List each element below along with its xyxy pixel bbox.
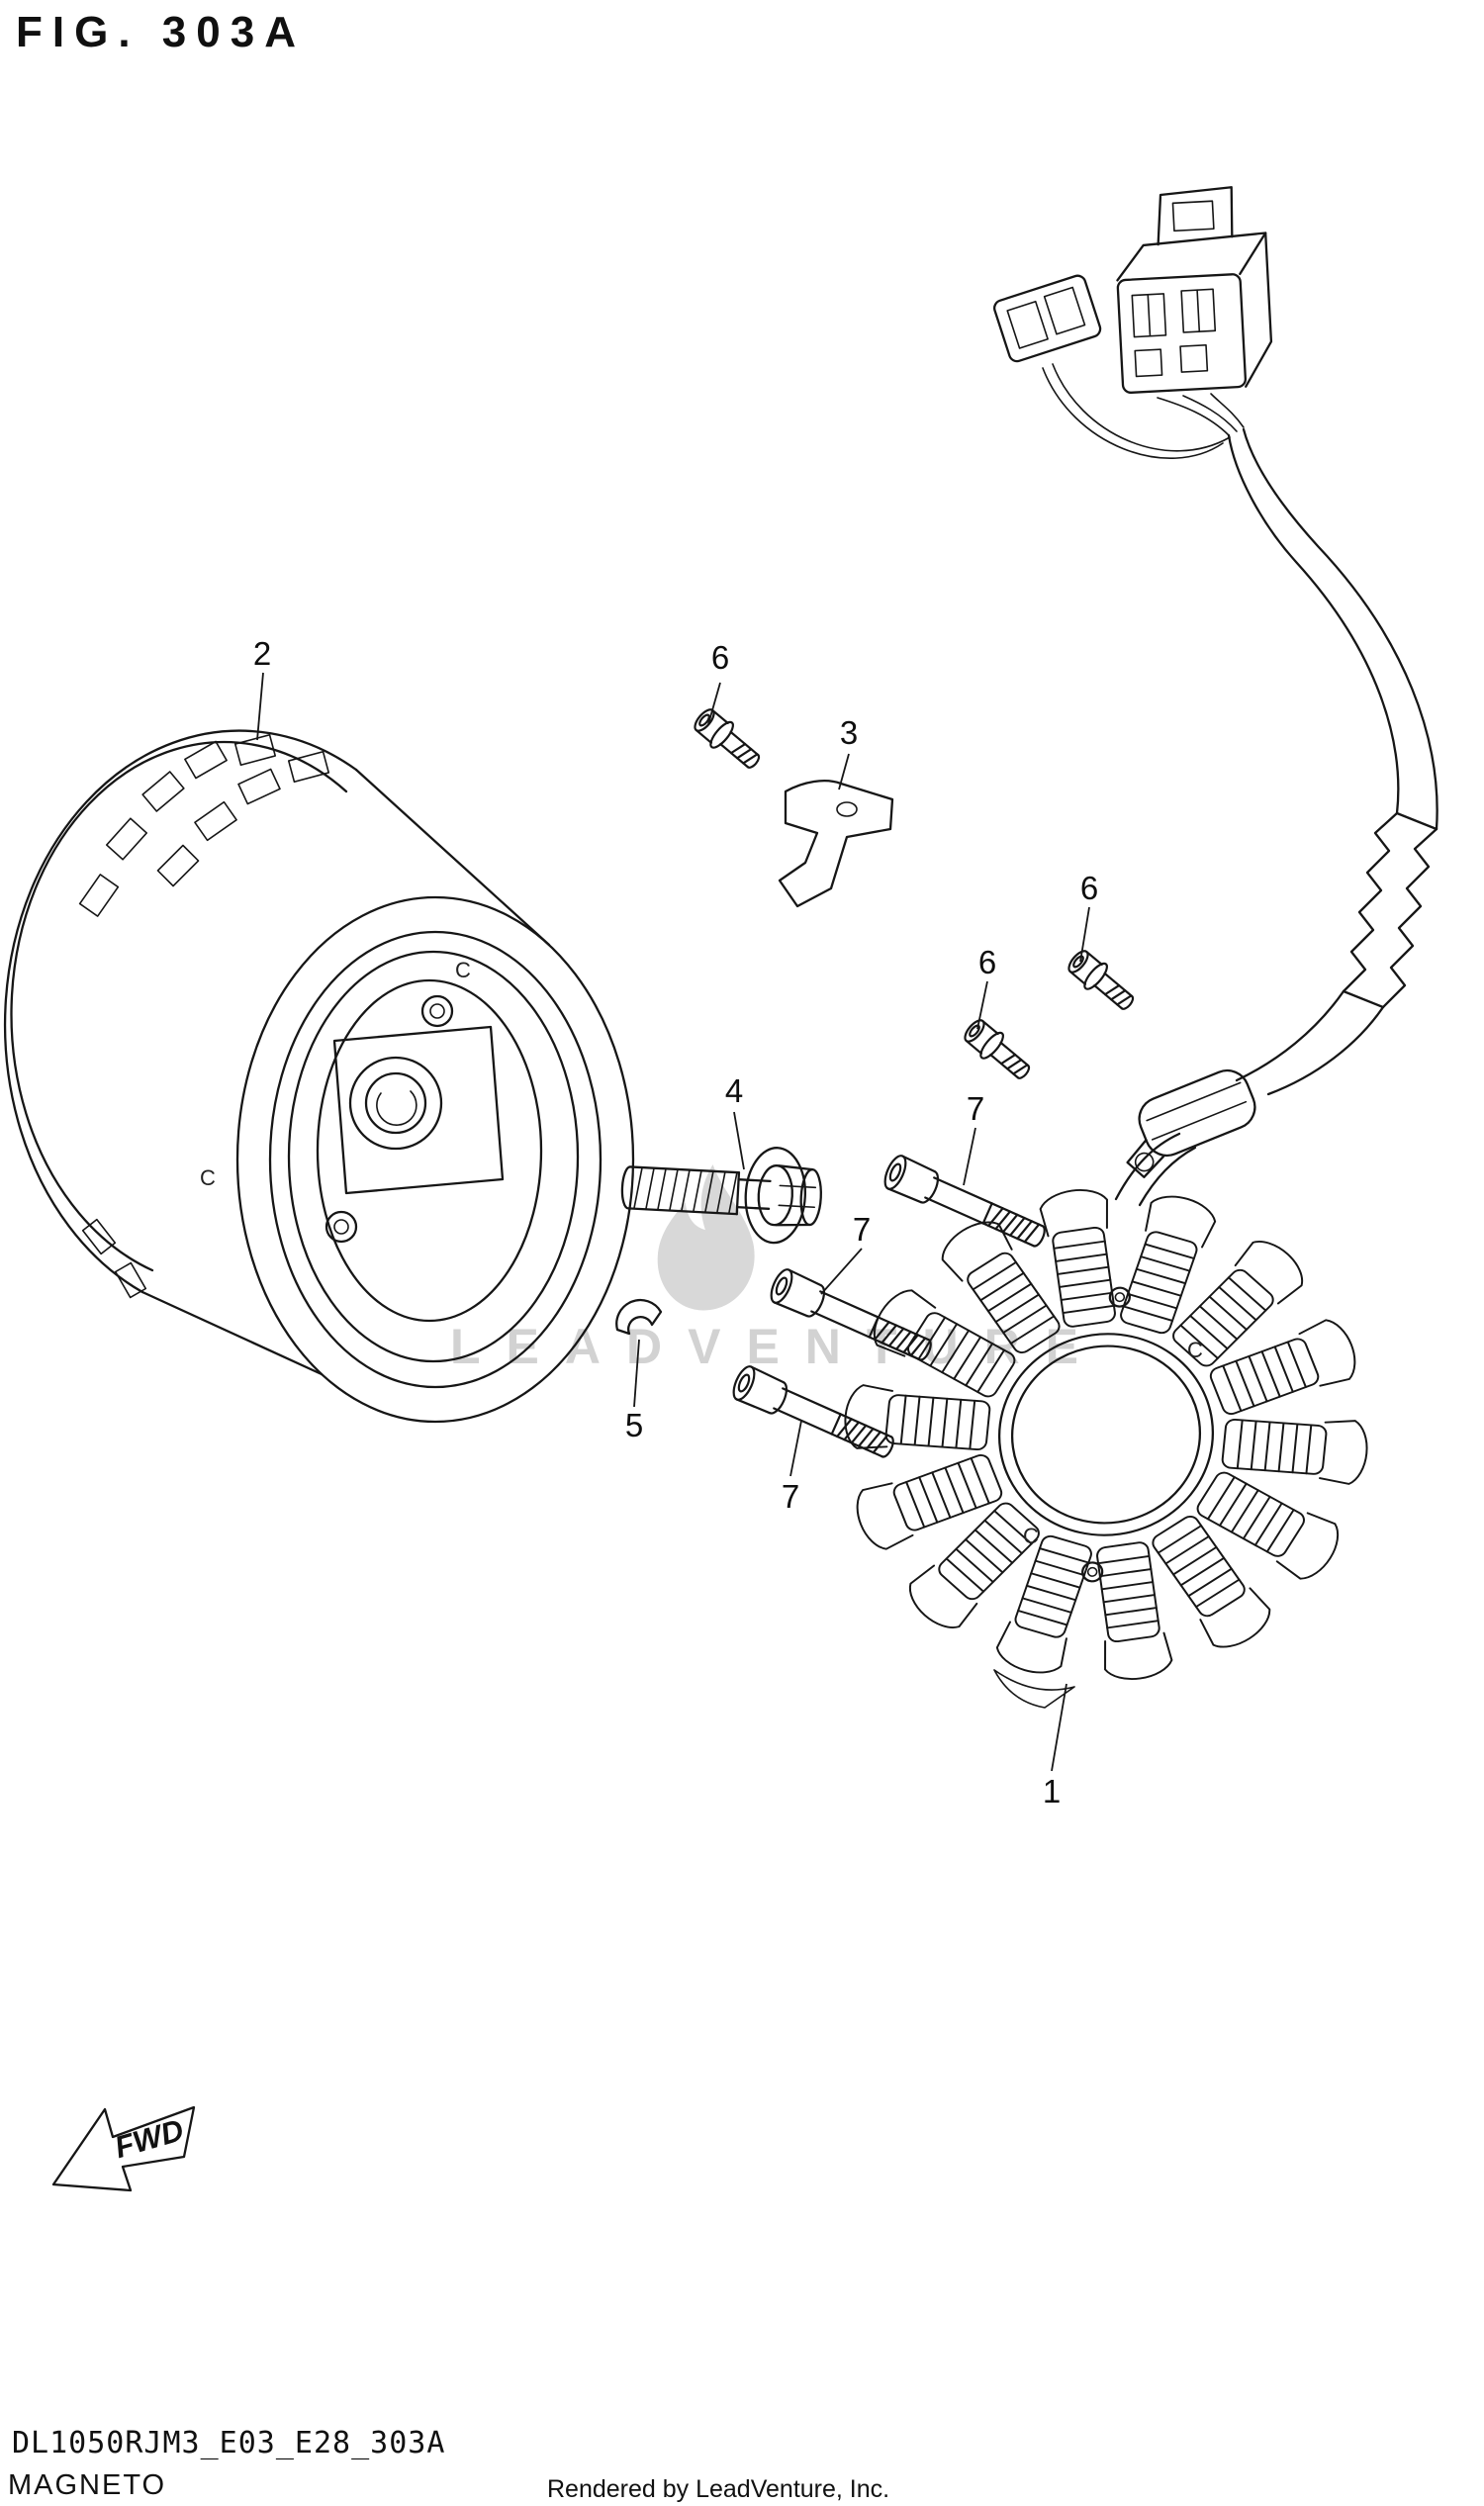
stator-coil (991, 1531, 1102, 1681)
flywheel-rotor (3, 729, 635, 1424)
rotor-back-rim (3, 729, 358, 1294)
callout-rotor-bolt: 4 (725, 1072, 743, 1109)
rotor-hub-boss (348, 1056, 443, 1151)
footer-part-code: DL1050RJM3_E03_E28_303A (12, 2426, 446, 2460)
rotor-face-hole-lower-inner (333, 1219, 349, 1235)
connector-main (1116, 186, 1273, 394)
callout-leaders (256, 672, 1090, 1772)
callout-screw-c: 6 (1080, 870, 1098, 906)
stator-bottom-lug (993, 1669, 1075, 1709)
stator-coil (1110, 1188, 1221, 1339)
woodruff-key (615, 1298, 663, 1336)
stator-coil (841, 1382, 992, 1459)
rotor-magnet-slots (78, 733, 330, 1299)
connector-sub (993, 274, 1102, 363)
footer-diagram-title: MAGNETO (8, 2469, 167, 2501)
rotor-back-rim-inner (10, 740, 348, 1272)
cast-mark: C (200, 1165, 216, 1190)
clamp-hole (1134, 1152, 1155, 1172)
wire-clamp-bracket (778, 780, 894, 908)
stator-assembly (841, 1184, 1371, 1685)
stator-mount-hole (1081, 1561, 1104, 1583)
screw-6-a (689, 702, 768, 778)
rotor-thread-spiral (376, 1090, 417, 1126)
stator-center-hole-inner (1010, 1345, 1202, 1525)
stator-coil (1162, 1231, 1313, 1376)
rotor-inner-face (316, 978, 543, 1323)
rotor-front-face (235, 895, 635, 1424)
bolt-7-a (880, 1152, 1052, 1255)
bolt-7-b (766, 1265, 938, 1369)
stator-coil (1189, 1461, 1349, 1587)
harness-grommet-clamp (1126, 1068, 1256, 1178)
stator-coil (1142, 1508, 1279, 1658)
callout-stator: 1 (1043, 1773, 1061, 1810)
figure-title: FIG. 303A (16, 8, 306, 56)
screw-6-b (959, 1013, 1038, 1088)
stator-coil (1037, 1184, 1125, 1331)
cast-mark: C (1023, 1524, 1039, 1548)
rotor-face-hole-upper (420, 994, 454, 1028)
rotor-hub-block (332, 1025, 505, 1195)
callout-bolt-b: 7 (853, 1211, 871, 1248)
rotor-bottom-edge (140, 1290, 324, 1376)
wiring-harness (1042, 363, 1438, 1207)
footer-credit: Rendered by LeadVenture, Inc. (547, 2475, 890, 2503)
callout-key: 5 (625, 1407, 643, 1443)
rotor-face-hole-upper-inner (429, 1003, 445, 1019)
stator-coil (1087, 1538, 1175, 1685)
rotor-bolt-head (799, 1167, 822, 1227)
connector-cavity (1006, 300, 1049, 349)
callout-bracket: 3 (840, 714, 858, 751)
connector-latch (1157, 186, 1234, 246)
callout-screw-a: 6 (711, 639, 729, 676)
cast-mark: C (1187, 1338, 1203, 1362)
bolt-7-c (728, 1362, 900, 1466)
stator-mount-hole (1108, 1286, 1131, 1308)
flame-shape (657, 1164, 755, 1311)
watermark-flame-icon (657, 1164, 755, 1311)
cast-mark: C (455, 958, 471, 982)
rotor-bolt-threads (633, 1166, 738, 1215)
stator-coil (1220, 1410, 1371, 1487)
rotor-face-hole-lower (325, 1210, 358, 1244)
rotor-bolt-washer (744, 1147, 807, 1245)
stator-coil (933, 1211, 1070, 1361)
callout-bolt-a: 7 (967, 1090, 984, 1127)
stator-center-hole (997, 1333, 1215, 1536)
callout-bolt-c: 7 (782, 1478, 799, 1515)
rotor-top-edge (354, 768, 551, 947)
connector-cavity (1043, 286, 1086, 335)
bracket-hole (836, 801, 858, 817)
callout-screw-b: 6 (978, 944, 996, 980)
stator-coil (899, 1493, 1050, 1638)
rotor-hub-bore (364, 1071, 427, 1135)
rotor-front-rim (268, 930, 603, 1389)
rotor-front-rim-inner (287, 950, 580, 1363)
screw-6-c (1063, 944, 1142, 1019)
harness-spring-boot (1342, 811, 1399, 993)
connector-cavity (1179, 343, 1209, 373)
fwd-direction-arrow: FWD (51, 2105, 196, 2192)
connector-cavity (1134, 348, 1163, 378)
rotor-center-bolt (620, 1147, 822, 1245)
fwd-arrow-shape (51, 2105, 196, 2192)
callout-rotor: 2 (253, 635, 271, 672)
